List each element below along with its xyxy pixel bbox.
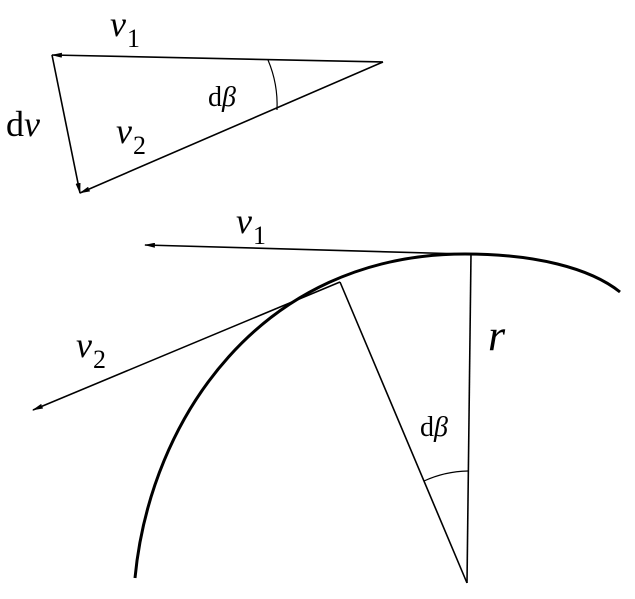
v2-label-bottom: v2 (76, 325, 106, 374)
v2-vector-bottom (31, 281, 341, 411)
dv-label: dv (6, 104, 40, 144)
v2-vector-top (78, 61, 384, 194)
dv-vector (51, 54, 81, 195)
velocity-triangle (50, 52, 384, 195)
radius-label: r (488, 311, 506, 360)
v1-vector-top (50, 52, 384, 63)
dbeta-label-top: dβ (208, 82, 236, 113)
dbeta-label-bottom: dβ (420, 412, 448, 443)
angle-arc-bottom (423, 470, 469, 482)
radius-line (466, 253, 472, 584)
v2-label-top: v2 (116, 111, 146, 160)
v1-vector-bottom (143, 242, 466, 255)
curved-path-diagram (31, 242, 621, 584)
v1-label-bottom: v1 (236, 201, 266, 250)
v1-label-top: v1 (110, 4, 140, 53)
radial-line (339, 281, 468, 584)
angle-arc-top (267, 59, 278, 111)
curve-arc (133, 252, 621, 579)
